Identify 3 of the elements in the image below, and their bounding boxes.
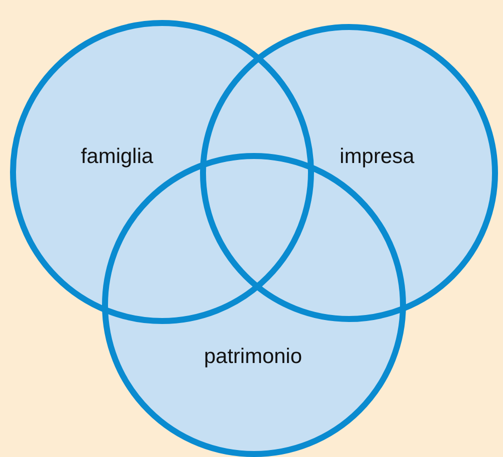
circle-label: famiglia bbox=[80, 145, 154, 169]
circle-label: patrimonio bbox=[204, 345, 302, 369]
circle-label: impresa bbox=[340, 145, 414, 169]
